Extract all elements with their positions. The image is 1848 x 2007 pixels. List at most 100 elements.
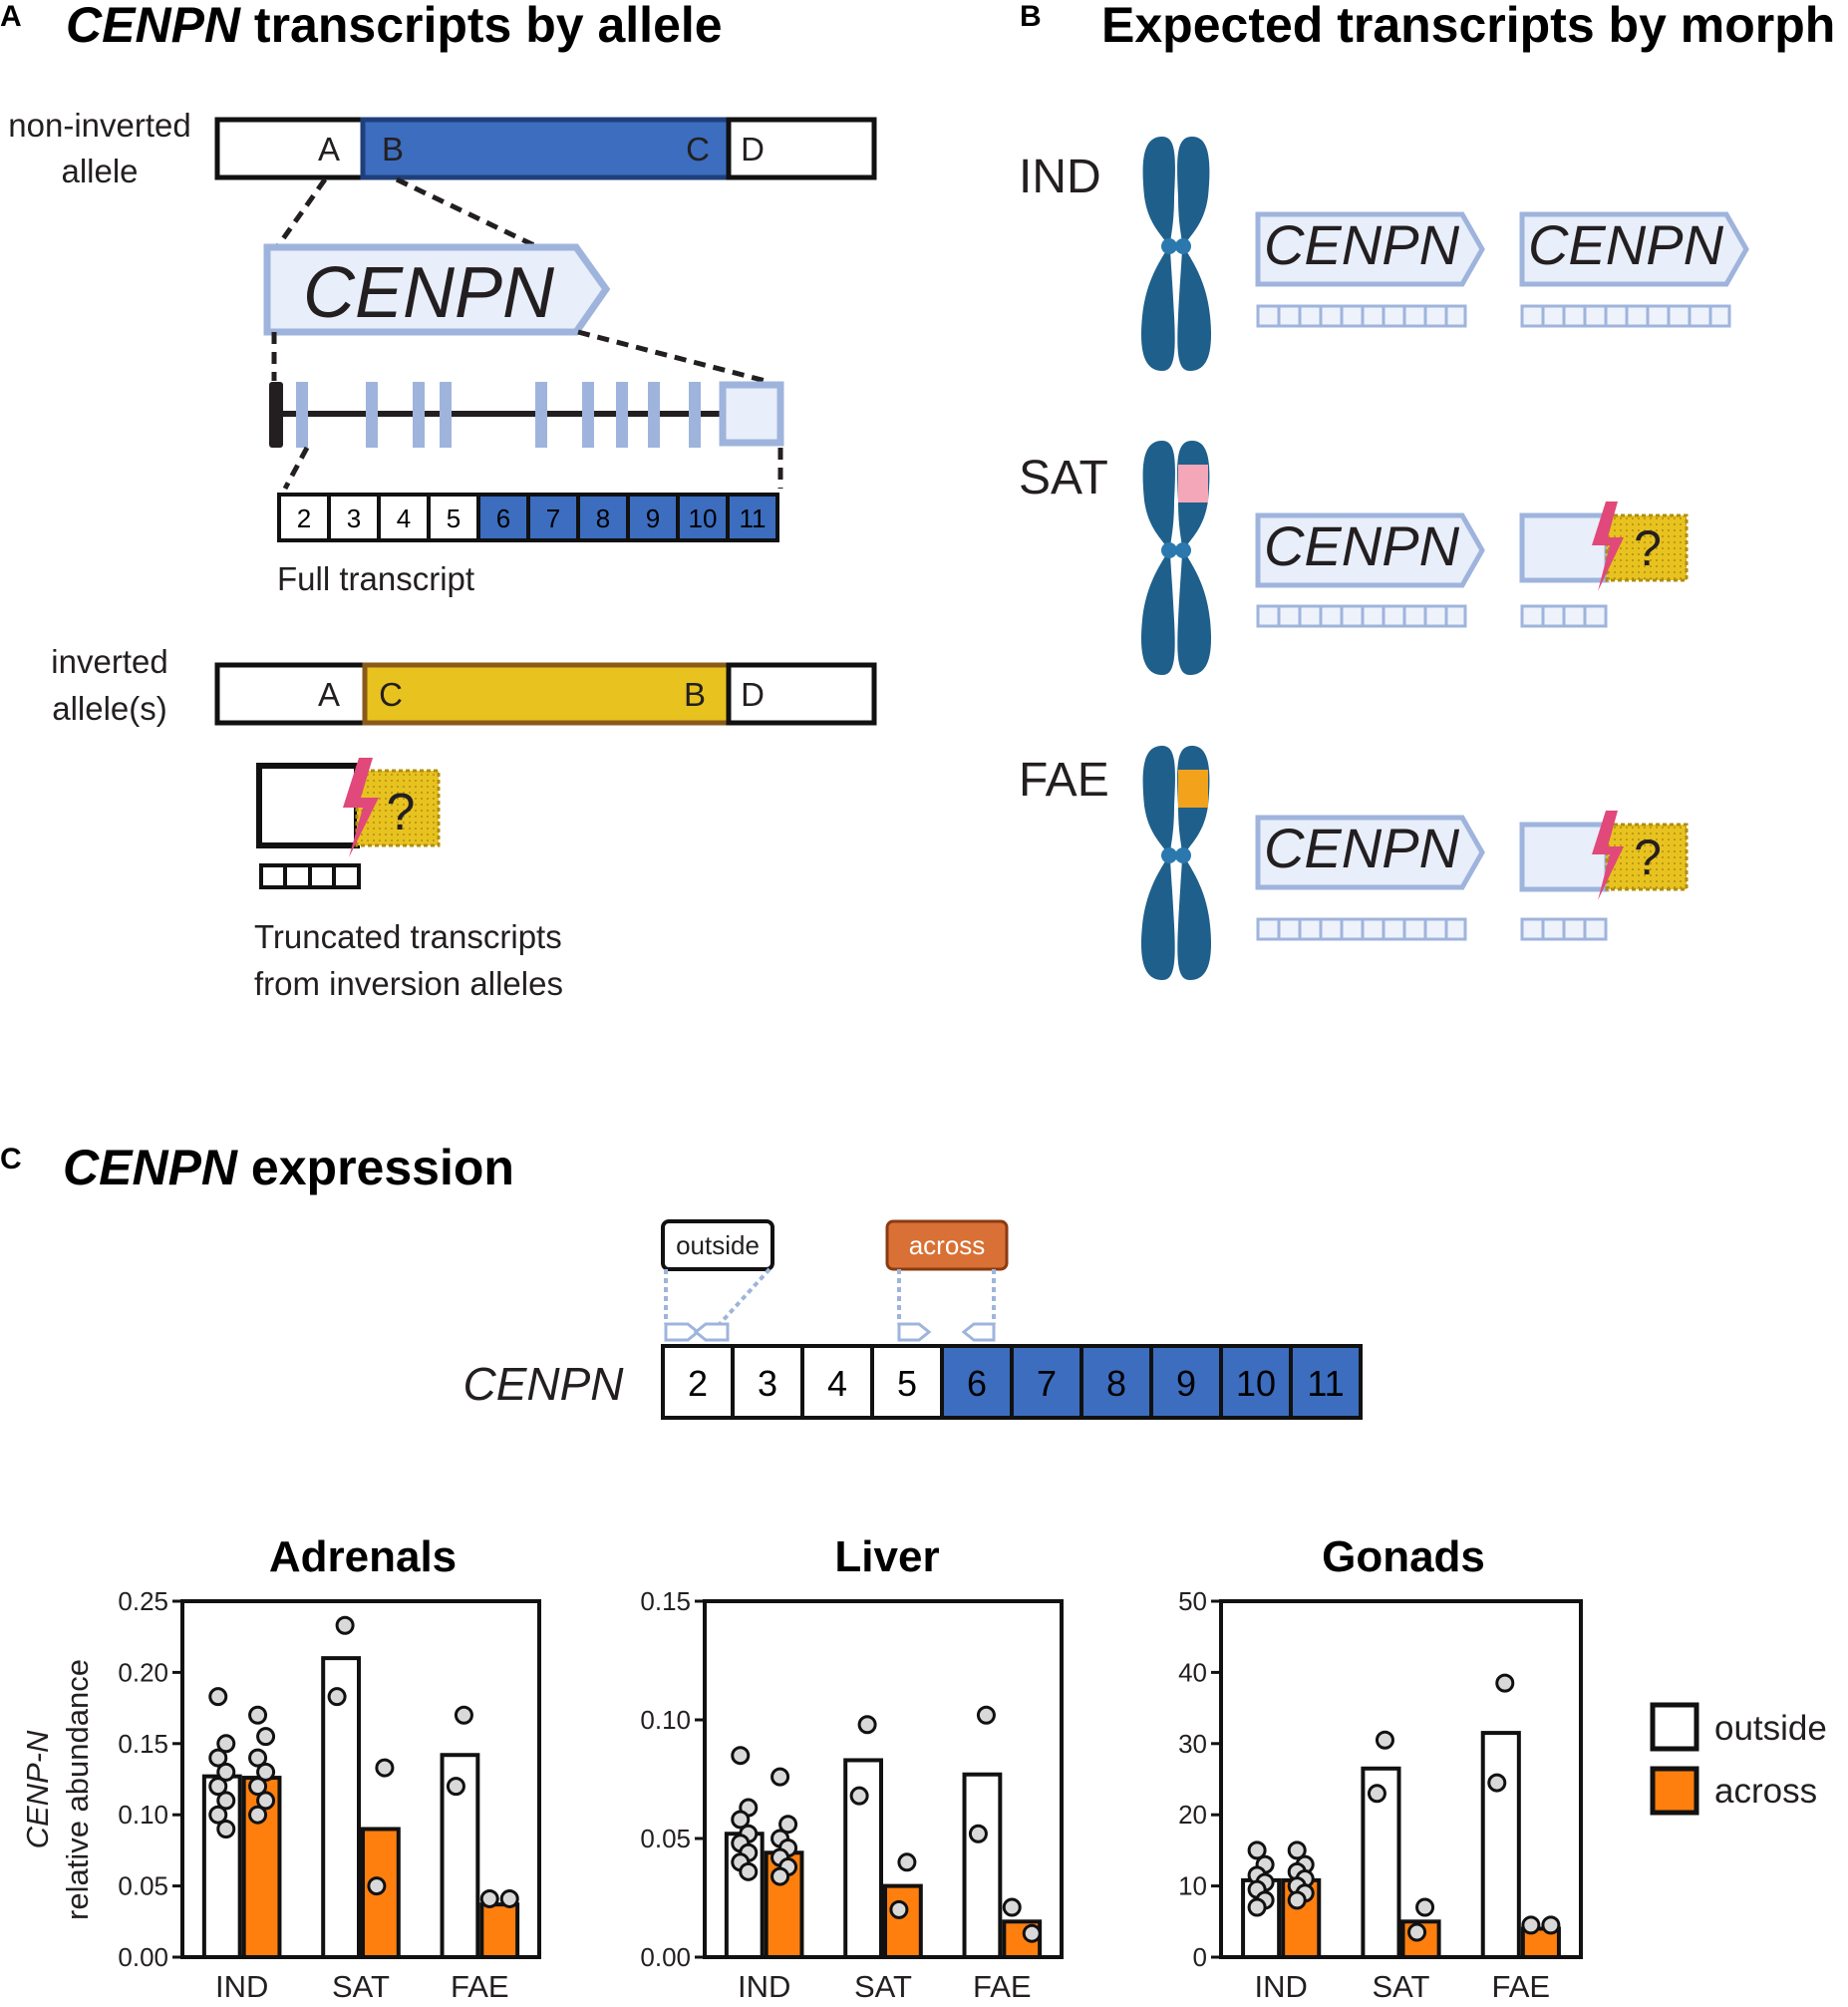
x-tick-label: IND [738, 1969, 790, 2004]
primer-outside-label: outside [676, 1230, 760, 1260]
panel-c-title: CENPN expression [63, 1140, 514, 1195]
segment-d: D [741, 131, 765, 167]
exon-label: 5 [447, 503, 461, 533]
chart-title: Liver [834, 1532, 939, 1581]
exon-label: 7 [1037, 1363, 1057, 1404]
data-point-outside [1247, 1897, 1267, 1917]
panel-c-title-gene: CENPN [63, 1140, 238, 1195]
data-point-across [248, 1777, 268, 1797]
panel-a: A CENPN transcripts by allele non-invert… [0, 0, 877, 1002]
data-point-across [770, 1767, 790, 1787]
exon-label: 7 [546, 503, 560, 533]
y-tick-label: 0.15 [118, 1729, 168, 1759]
y-tick-label: 10 [1178, 1871, 1207, 1901]
exon-label: 9 [646, 503, 660, 533]
truncated-label-2: from inversion alleles [254, 965, 563, 1002]
data-point-outside [1495, 1673, 1515, 1693]
data-point-across [375, 1758, 395, 1778]
data-point-across [479, 1888, 499, 1908]
gene-arrow-label: CENPN [303, 253, 555, 333]
exon-label: 2 [688, 1363, 708, 1404]
exon-label: 4 [827, 1363, 847, 1404]
data-point-outside [731, 1810, 751, 1830]
exon-label: 10 [1236, 1363, 1276, 1404]
inversion-highlight [1178, 465, 1208, 502]
y-tick-label: 20 [1178, 1800, 1207, 1830]
x-tick-label: SAT [854, 1969, 912, 2004]
y-tick-label: 0.25 [118, 1586, 168, 1616]
transcript-bar-short [1520, 604, 1608, 628]
segment-d: D [741, 676, 765, 713]
truncated-transcript-icon: ? [1519, 811, 1689, 900]
transcript-arrow: CENPN [1258, 514, 1482, 585]
data-point-outside [1375, 1730, 1394, 1750]
legend-swatch-outside [1650, 1702, 1699, 1752]
inversion-highlight [1178, 770, 1208, 808]
x-tick-label: FAE [451, 1969, 509, 2004]
transcript-arrow-label: CENPN [1528, 213, 1724, 276]
y-tick-label: 0.10 [640, 1705, 691, 1735]
panel-letter-c: C [0, 1143, 22, 1175]
data-point-outside [454, 1705, 473, 1725]
exon-bar: 2 3 4 5 6 7 8 9 10 11 [661, 1344, 1363, 1420]
data-point-across [499, 1888, 519, 1908]
transcript-arrow: CENPN [1258, 213, 1482, 284]
data-point-across [1407, 1922, 1427, 1942]
noninverted-allele-bar: A B C D [214, 117, 877, 180]
transcript-bar-short [1520, 917, 1608, 941]
full-transcript-label: Full transcript [277, 560, 474, 597]
data-point-across [1521, 1915, 1541, 1935]
transcript-bar [1256, 304, 1467, 328]
morph-label-ind: IND [1019, 151, 1101, 203]
bar-across [479, 1902, 520, 1959]
exon-label: 3 [347, 503, 361, 533]
x-tick-label: FAE [1492, 1969, 1551, 2004]
transcript-arrow: CENPN [1258, 817, 1482, 887]
zoom-line [395, 176, 540, 250]
exon-label: 6 [496, 503, 510, 533]
data-point-across [1287, 1840, 1307, 1860]
panel-c-title-rest: expression [237, 1140, 514, 1195]
question-mark: ? [1634, 830, 1662, 885]
inverted-allele-bar: A C B D [214, 662, 877, 726]
question-mark: ? [387, 784, 416, 841]
noninverted-label-2: allele [61, 153, 138, 189]
x-tick-label: IND [215, 1969, 268, 2004]
chromosome-icon [1140, 441, 1212, 675]
lightning-icon [1592, 502, 1624, 591]
zoom-line [282, 446, 310, 491]
primer-outside-box: outside [661, 1219, 774, 1342]
truncated-transcript-icon: ? [256, 758, 441, 889]
data-point-across [897, 1852, 917, 1872]
chromosome-icon [1140, 137, 1212, 371]
bar-outside [962, 1772, 1003, 1959]
data-point-outside [208, 1805, 228, 1825]
full-transcript-exons: 2 3 4 5 6 7 8 9 10 11 [277, 493, 779, 542]
data-point-outside [216, 1819, 236, 1839]
y-axis-label-1: CENP-N [20, 1730, 55, 1848]
legend-swatch-across [1650, 1766, 1699, 1816]
panel-b-title: Expected transcripts by morph [1101, 0, 1835, 53]
chromosome-icon [1140, 746, 1212, 980]
y-tick-label: 0.10 [118, 1800, 168, 1830]
exon-label: 11 [740, 503, 767, 533]
primer-across-box: across [885, 1219, 1009, 1342]
data-point-outside [739, 1861, 759, 1881]
bar-outside [1480, 1731, 1521, 1959]
morph-label-fae: FAE [1019, 754, 1109, 807]
y-tick-label: 40 [1178, 1657, 1207, 1687]
exon-label: 10 [689, 503, 718, 533]
exon-label: 4 [397, 503, 411, 533]
data-point-outside [857, 1715, 877, 1735]
exon-label: 5 [897, 1363, 917, 1404]
data-point-outside [208, 1777, 228, 1797]
transcript-arrow-label: CENPN [1264, 514, 1460, 577]
data-point-across [770, 1866, 790, 1886]
transcript-arrow-label: CENPN [1264, 817, 1460, 879]
data-point-outside [1247, 1840, 1267, 1860]
legend: outside across [1650, 1702, 1827, 1816]
data-point-outside [1487, 1773, 1507, 1793]
